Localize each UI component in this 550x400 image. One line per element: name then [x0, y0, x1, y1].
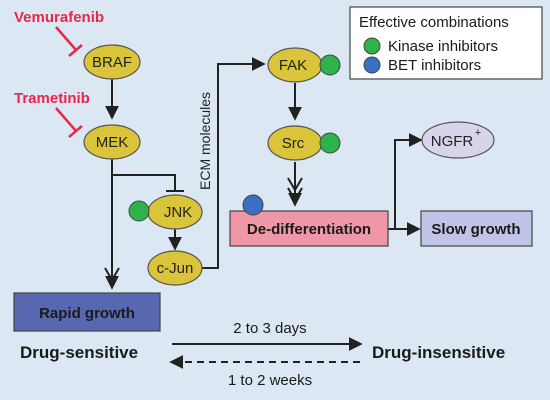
node-jnk: JNK	[147, 194, 203, 230]
inhibit-vemurafenib	[55, 26, 83, 57]
box-dedifferentiation: De-differentiation	[229, 210, 389, 247]
node-braf-label: BRAF	[92, 54, 132, 71]
ecm-molecules-label: ECM molecules	[197, 92, 213, 190]
legend-kinase-swatch	[363, 37, 381, 55]
node-ngfr-label: NGFR	[431, 133, 474, 150]
drug-sensitive-label: Drug-sensitive	[20, 343, 138, 362]
legend-bet-swatch	[363, 56, 381, 74]
legend-title: Effective combinations	[359, 14, 509, 31]
kinase-inhibitor-dot-src	[319, 132, 341, 154]
legend-kinase-label: Kinase inhibitors	[388, 38, 498, 55]
node-mek: MEK	[83, 124, 141, 160]
arrow-src-dediff-head-3	[287, 187, 303, 202]
node-fak-label: FAK	[279, 57, 307, 74]
node-mek-label: MEK	[96, 134, 129, 151]
box-dedifferentiation-label: De-differentiation	[247, 221, 371, 238]
box-slow-growth: Slow growth	[420, 210, 533, 247]
drug-label-trametinib: Trametinib	[14, 90, 90, 107]
node-cjun: c-Jun	[147, 250, 203, 286]
drug-insensitive-label: Drug-insensitive	[372, 343, 505, 362]
arrow-mek-rapid-head-2	[104, 267, 120, 282]
box-slow-growth-label: Slow growth	[431, 221, 520, 238]
arrow-src-dediff-head-2	[287, 177, 303, 192]
kinase-inhibitor-dot-jnk	[128, 200, 150, 222]
node-src: Src	[267, 125, 323, 161]
legend: Effective combinations Kinase inhibitors…	[349, 6, 543, 80]
drug-label-vemurafenib: Vemurafenib	[14, 9, 104, 26]
node-src-label: Src	[282, 135, 305, 152]
arrow-dediff-ngfr	[394, 133, 423, 229]
forward-duration-label: 2 to 3 days	[233, 320, 306, 337]
node-cjun-label: c-Jun	[157, 260, 194, 277]
box-rapid-growth: Rapid growth	[13, 292, 161, 332]
box-rapid-growth-label: Rapid growth	[39, 305, 135, 322]
node-ngfr-superscript: +	[475, 127, 481, 139]
backward-duration-label: 1 to 2 weeks	[228, 372, 312, 389]
node-ngfr: NGFR +	[421, 121, 495, 159]
node-jnk-label: JNK	[164, 204, 192, 221]
legend-bet-label: BET inhibitors	[388, 57, 481, 74]
node-braf: BRAF	[83, 44, 141, 80]
inhibit-mek-jnk	[112, 174, 176, 190]
node-fak: FAK	[267, 47, 323, 83]
bet-inhibitor-dot-dediff	[242, 194, 264, 216]
kinase-inhibitor-dot-fak	[319, 54, 341, 76]
arrow-cjun-fak	[202, 57, 266, 269]
inhibit-trametinib	[55, 107, 83, 138]
